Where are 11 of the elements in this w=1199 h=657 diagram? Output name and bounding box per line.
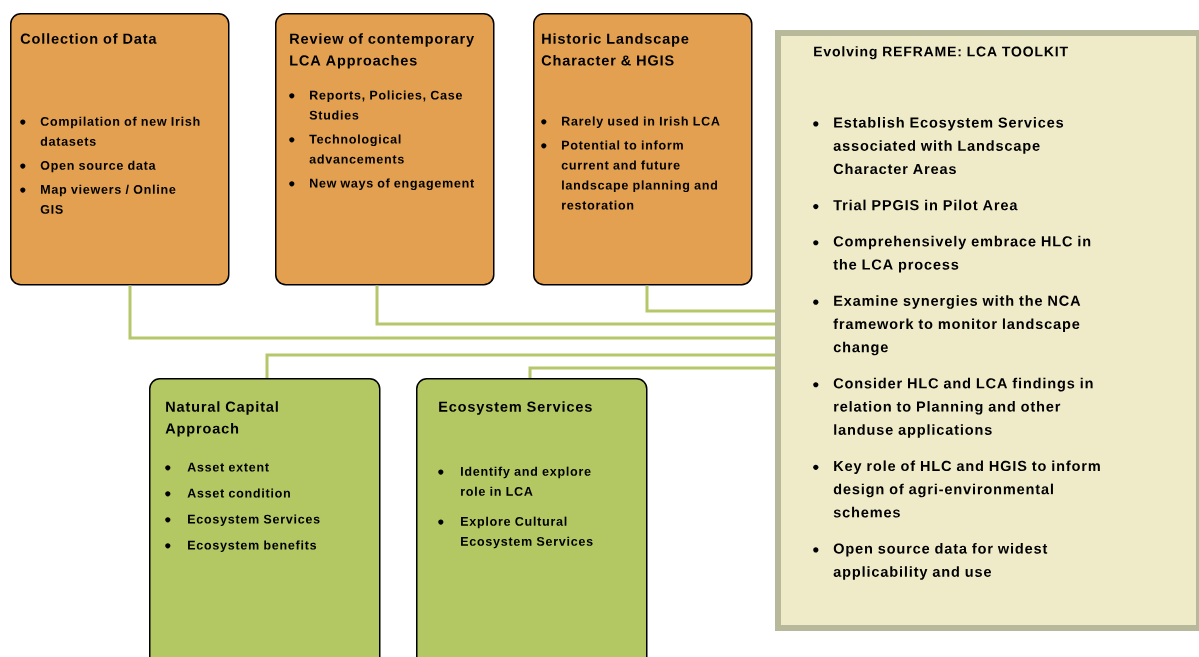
connector-line <box>128 285 775 340</box>
process-box: Collection of Data Compilation of new Irish datasets Open source data Map viewers / Online GIS <box>10 13 230 286</box>
connector-line <box>265 353 775 378</box>
process-box: Natural Capital Approach Asset extent Asset condition Ecosystem Services Ecosystem benefits <box>149 378 381 657</box>
process-box: Ecosystem Services Identify and explore role in LCA Explore Cultural Ecosystem Services <box>416 378 648 657</box>
connector-line <box>528 366 775 378</box>
connector-line <box>375 285 775 326</box>
toolkit-panel: Evolving REFRAME: LCA TOOLKIT Establish Ecosystem Services associated with Landscape Character Areas Trial PPGIS in Pilot Area Comprehensively embrace HLC in the LCA process Examine synergies with the NCA framework to monitor landscape change Consider HLC and LCA findings in relation to Planning and other landuse applications Key role of HLC and HGIS to inform design of agri-environmental schemes Open source data for widest applicability and use <box>775 30 1199 631</box>
process-box: Historic Landscape Character & HGIS Rarely used in Irish LCA Potential to inform current and future landscape planning and restoration <box>533 13 753 286</box>
connector-line <box>645 285 775 313</box>
process-box: Review of contemporary LCA Approaches Reports, Policies, Case Studies Technological advancements New ways of engagement <box>275 13 495 286</box>
